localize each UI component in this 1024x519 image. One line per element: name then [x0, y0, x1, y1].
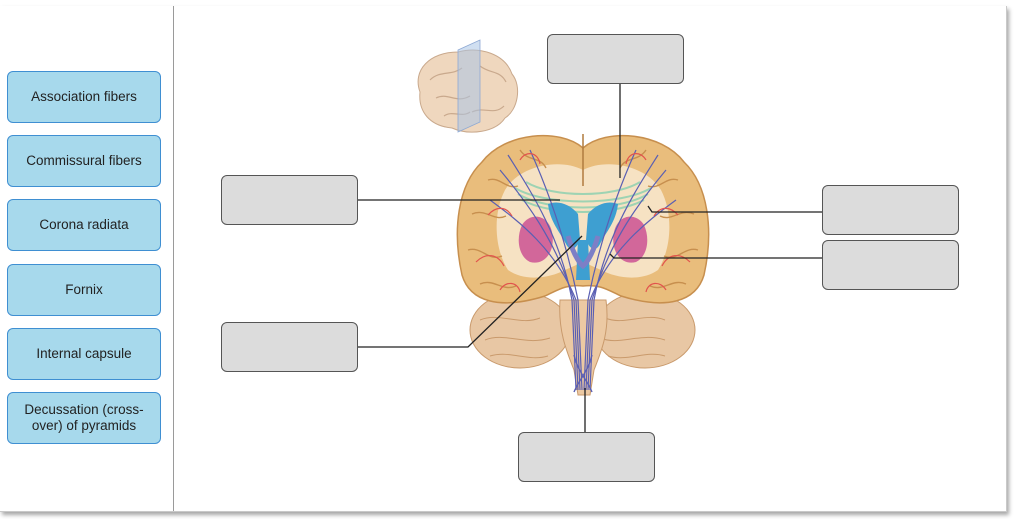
- term-fornix[interactable]: Fornix: [7, 264, 161, 316]
- drop-target-upper-right[interactable]: [822, 185, 959, 235]
- cerebellum: [469, 291, 696, 369]
- drop-target-bottom[interactable]: [518, 432, 655, 482]
- drop-target-top[interactable]: [547, 34, 684, 84]
- term-label: Fornix: [65, 282, 103, 297]
- term-internal-capsule[interactable]: Internal capsule: [7, 328, 161, 380]
- leader-line-lower-right: [609, 253, 822, 259]
- term-label: Decussation (cross-over) of pyramids: [24, 402, 144, 433]
- drop-target-upper-left[interactable]: [221, 175, 358, 225]
- drop-target-lower-left[interactable]: [221, 322, 358, 372]
- association-fibers: [475, 153, 691, 293]
- leader-lines: [358, 84, 822, 432]
- lateral-ventricle-right: [586, 202, 618, 249]
- drop-target-lower-right[interactable]: [822, 240, 959, 290]
- basal-nuclei-right: [613, 216, 648, 263]
- commissural-fibers: [514, 181, 652, 213]
- basal-nuclei-left: [518, 216, 553, 263]
- thalamus-region: [565, 235, 601, 270]
- leader-line-lower-left: [358, 235, 583, 348]
- third-ventricle: [576, 240, 590, 280]
- term-label: Corona radiata: [39, 217, 129, 232]
- term-association-fibers[interactable]: Association fibers: [7, 71, 161, 123]
- term-label: Commissural fibers: [26, 153, 142, 168]
- projection-fibers: [489, 149, 677, 393]
- brainstem: [559, 299, 608, 396]
- term-corona-radiata[interactable]: Corona radiata: [7, 199, 161, 251]
- term-commissural-fibers[interactable]: Commissural fibers: [7, 135, 161, 187]
- leader-line-upper-right: [647, 205, 822, 213]
- panel-divider: [173, 6, 174, 511]
- lateral-ventricle-left: [548, 202, 580, 249]
- term-decussation-of-pyramids[interactable]: Decussation (cross-over) of pyramids: [7, 392, 161, 444]
- term-label: Internal capsule: [36, 346, 132, 361]
- term-label: Association fibers: [31, 89, 137, 104]
- orientation-brain-icon: [417, 39, 519, 133]
